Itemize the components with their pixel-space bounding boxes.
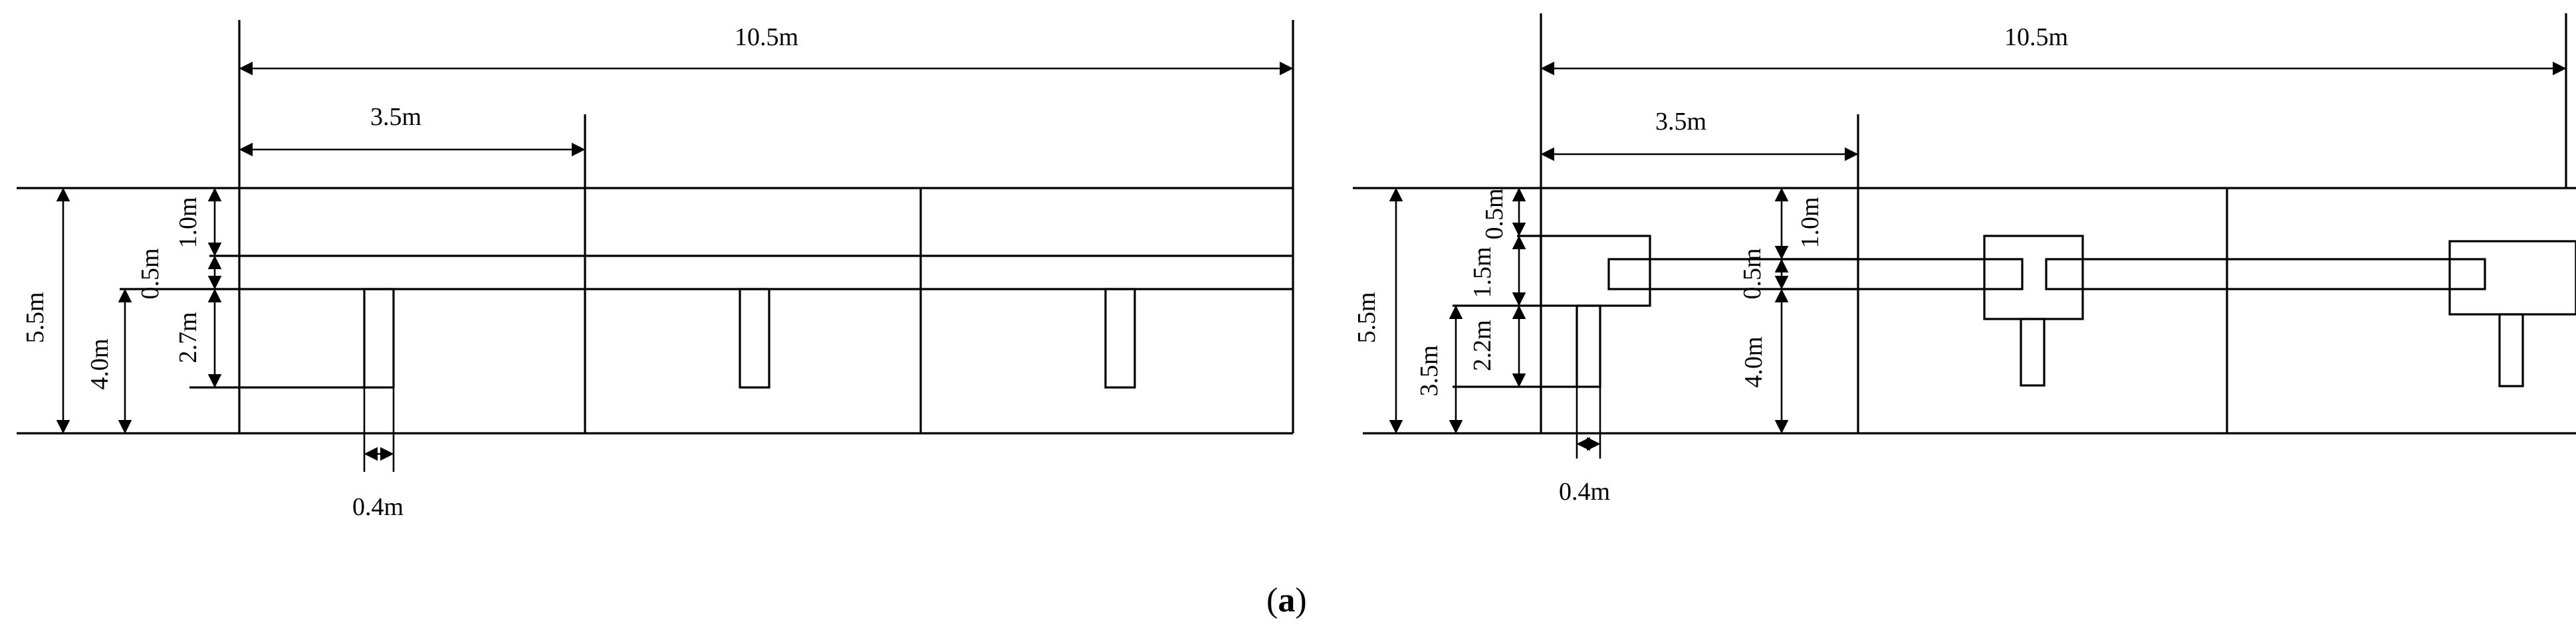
dim-label: 5.5m xyxy=(21,292,49,343)
pile-cap xyxy=(2448,240,2576,316)
pile-cap xyxy=(1983,235,2084,320)
dim-label: 2.2m xyxy=(1468,320,1496,371)
right-diagram: 10.5m 3.5m 5.5m 3.5m 0.5m 1.5m 2.2m 1.0m… xyxy=(1353,13,2576,506)
pile xyxy=(2020,318,2046,387)
dim-label: 0.5m xyxy=(1480,188,1508,239)
dim-label: 10.5m xyxy=(735,23,798,51)
dim-label: 4.0m xyxy=(86,338,114,389)
dim-label: 3.5m xyxy=(1415,345,1443,396)
pile xyxy=(739,288,770,389)
dim-label: 10.5m xyxy=(2004,23,2068,51)
dim-label: 0.5m xyxy=(136,248,164,299)
left-diagram: 10.5m 3.5m 5.5m 4.0m 1.0m 0.5m 2.7m 0.4m xyxy=(17,20,1294,521)
dim-label: 3.5m xyxy=(370,103,421,131)
dim-label: 1.5m xyxy=(1468,247,1496,298)
dim-label: 1.0m xyxy=(174,197,202,248)
pile xyxy=(1104,288,1136,389)
dim-label: 0.4m xyxy=(1559,478,1610,506)
pile xyxy=(2498,313,2524,387)
dim-label: 5.5m xyxy=(1353,292,1381,343)
dim-label: 4.0m xyxy=(1740,336,1768,387)
pile xyxy=(1576,304,1601,388)
dim-label: 0.5m xyxy=(1738,248,1766,299)
beam xyxy=(1607,258,2024,290)
pile xyxy=(363,288,395,389)
pile-cap xyxy=(1540,235,1651,307)
beam xyxy=(2045,258,2486,290)
dim-label: 2.7m xyxy=(174,312,202,363)
figure-caption: (a) xyxy=(1266,581,1307,619)
dim-label: 1.0m xyxy=(1796,197,1824,248)
dim-label: 0.4m xyxy=(352,493,404,521)
dim-label: 3.5m xyxy=(1655,108,1706,136)
